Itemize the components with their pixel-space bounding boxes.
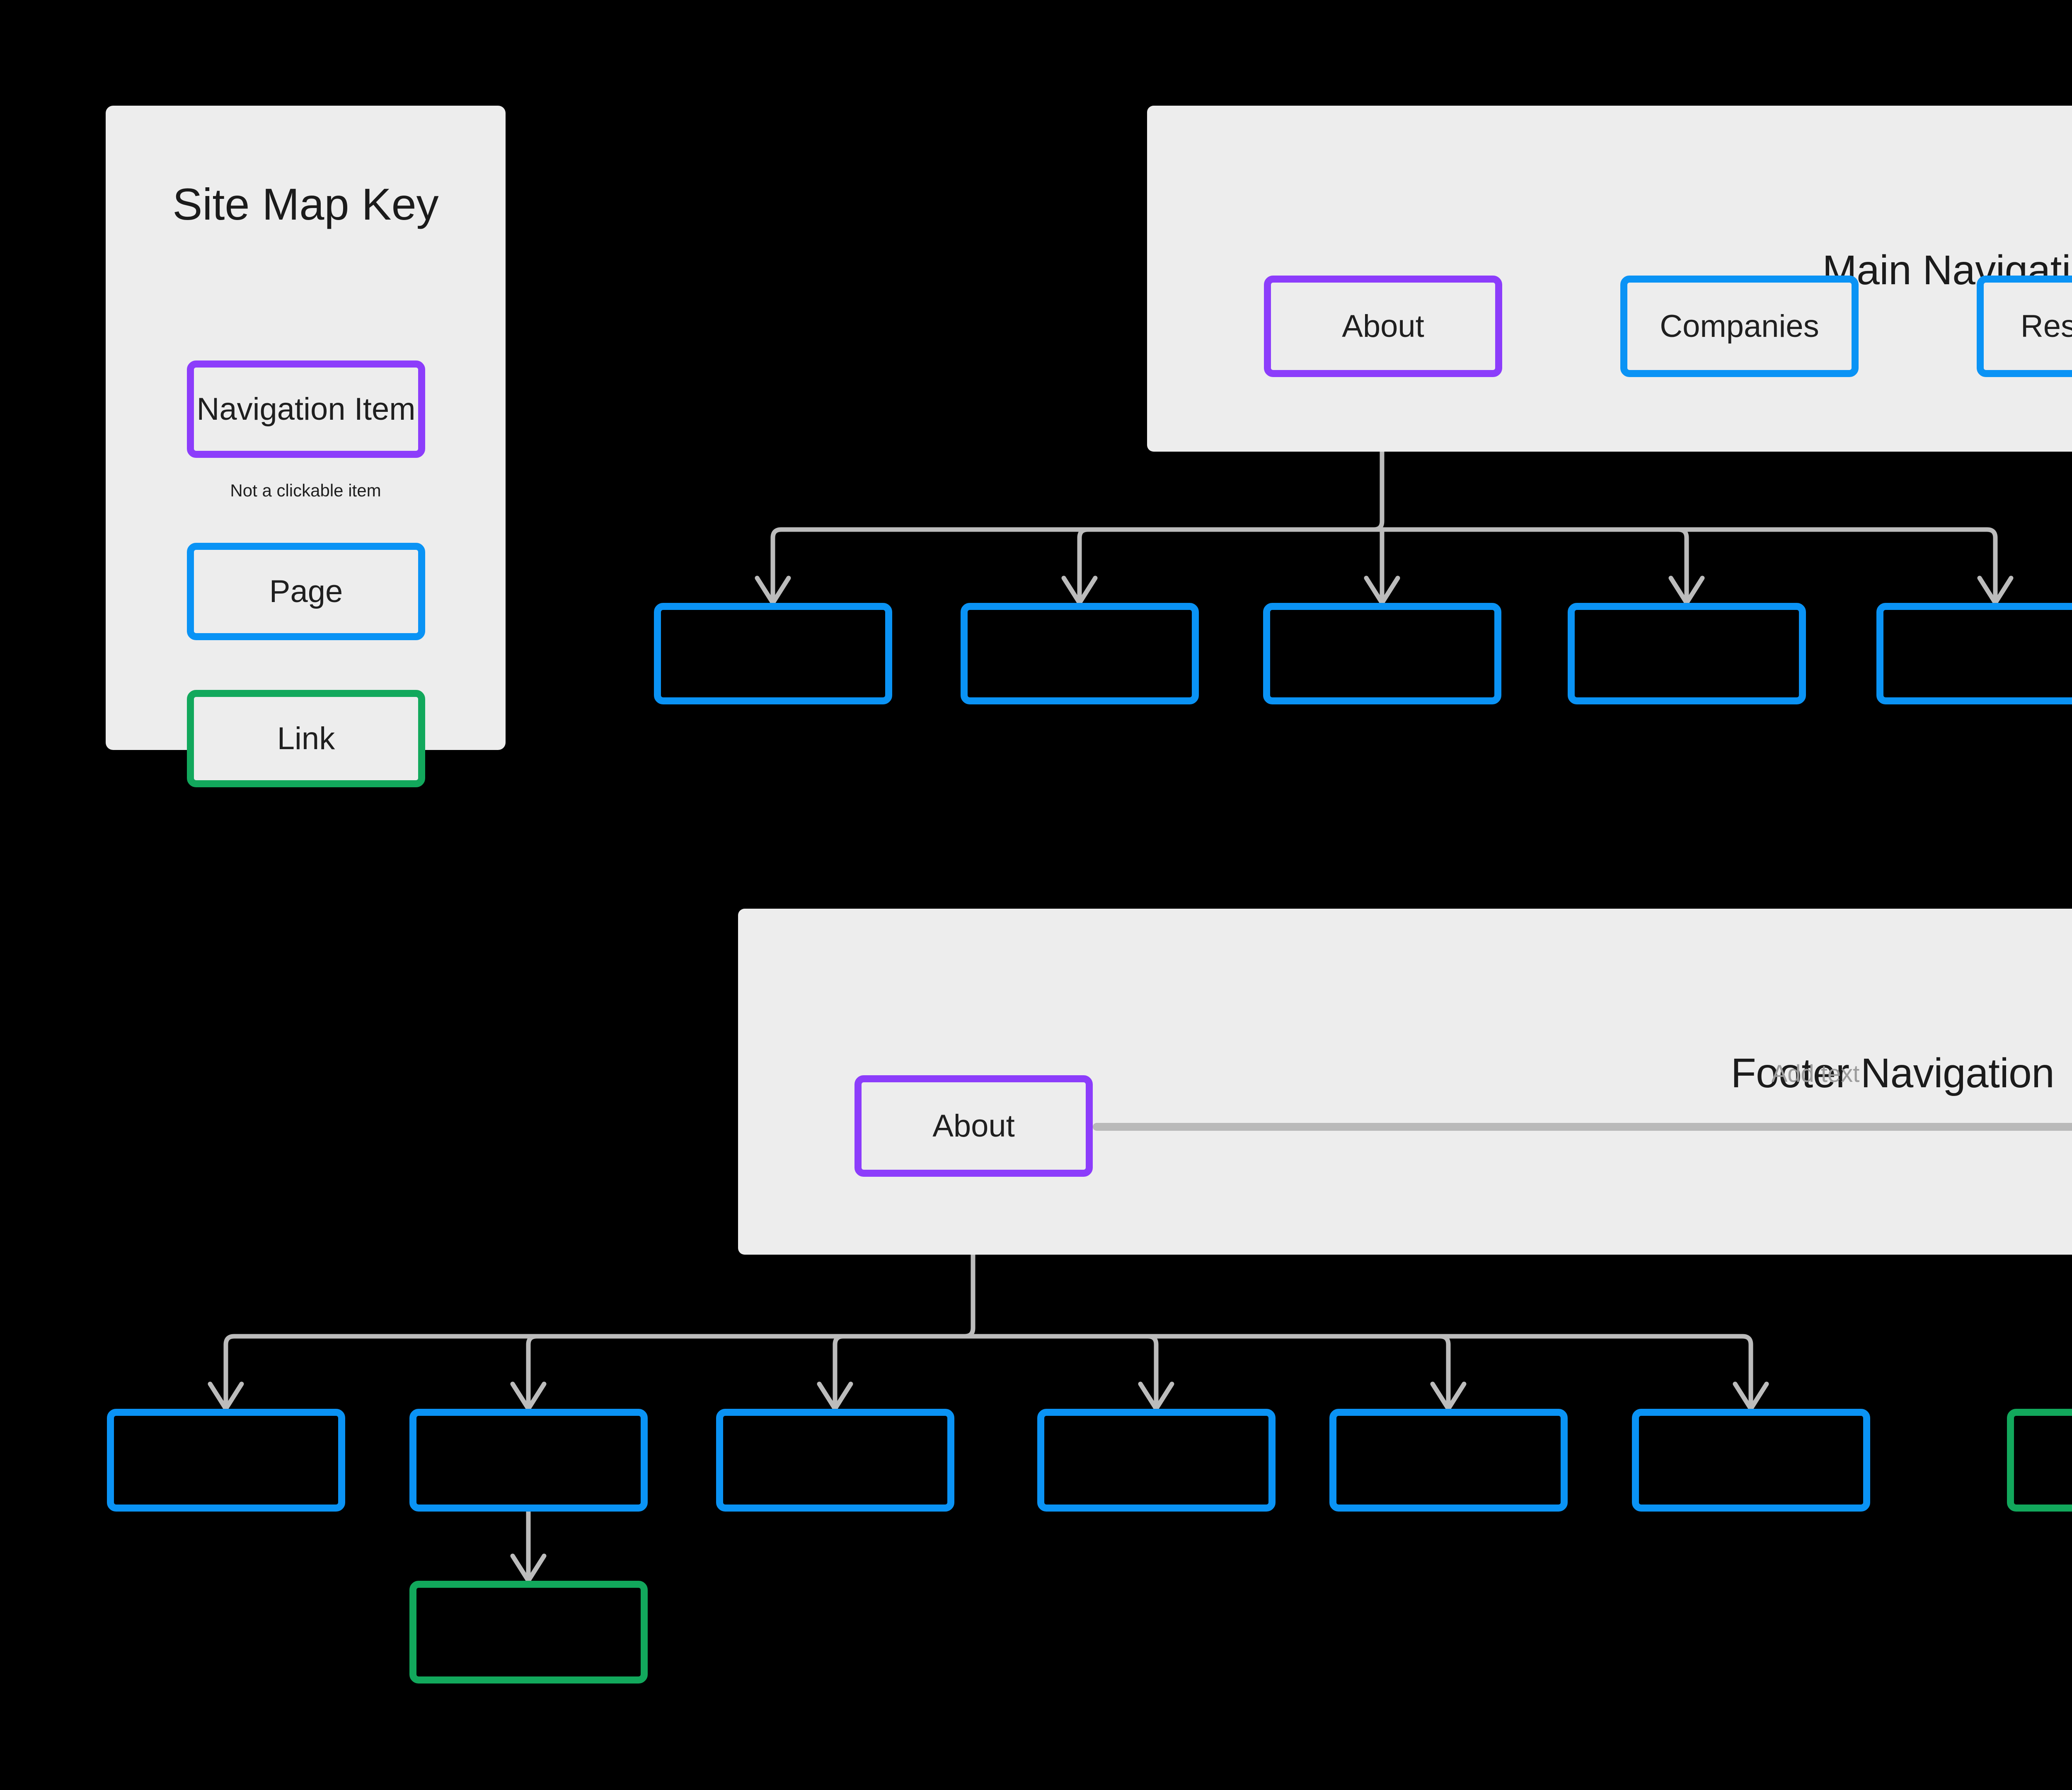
- main-nav-label-about: About: [1342, 308, 1424, 344]
- connector-footer-about-apply: [1093, 1123, 2072, 1131]
- key-legend-navigation-item: Navigation Item: [187, 360, 425, 458]
- footer-about-child-4[interactable]: [1037, 1409, 1276, 1512]
- key-legend-caption-nav: Not a clickable item: [230, 481, 381, 500]
- main-nav-node-resources[interactable]: Resources: [1977, 276, 2072, 377]
- footer-about-grandchild-link[interactable]: [409, 1581, 648, 1684]
- site-map-key-panel: Site Map Key Navigation Item Not a click…: [106, 106, 506, 787]
- key-legend-label-page: Page: [269, 573, 343, 609]
- footer-apply-child-link[interactable]: [2007, 1409, 2072, 1512]
- connector-footer-about-4: [971, 1334, 1159, 1405]
- footer-nav-label-about: About: [932, 1108, 1015, 1144]
- connector-about-child-5: [1380, 527, 1998, 599]
- main-nav-about-child-1[interactable]: [654, 603, 892, 704]
- arrowhead-footer-about-4: [1138, 1381, 1174, 1411]
- footer-add-text-placeholder[interactable]: Add text: [1771, 1060, 1860, 1087]
- key-legend-page: Page: [187, 543, 425, 640]
- key-panel-title: Site Map Key: [172, 179, 439, 229]
- footer-about-child-5[interactable]: [1329, 1409, 1568, 1512]
- key-legend-label-nav: Navigation Item: [196, 391, 416, 427]
- connector-footer-about-2: [526, 1334, 975, 1405]
- footer-navigation-title: Footer Navigation: [1731, 1050, 2055, 1096]
- connector-about-child-4: [1380, 527, 1689, 599]
- footer-about-child-3[interactable]: [716, 1409, 954, 1512]
- connector-footer-about-3: [833, 1334, 975, 1405]
- arrowhead-about-child-5: [1977, 576, 2014, 605]
- main-nav-label-companies: Companies: [1660, 308, 1819, 344]
- main-nav-label-resources: Resources: [2020, 308, 2072, 344]
- main-nav-about-child-4[interactable]: [1568, 603, 1806, 704]
- connector-footer-about-6: [971, 1334, 1753, 1405]
- connector-about-child-2: [1077, 527, 1385, 599]
- arrowhead-footer-about-6: [1733, 1381, 1769, 1411]
- main-nav-node-companies[interactable]: Companies: [1620, 276, 1859, 377]
- main-nav-about-child-5[interactable]: [1876, 603, 2072, 704]
- arrowhead-about-child-1: [755, 576, 791, 605]
- footer-about-child-2[interactable]: [409, 1409, 648, 1512]
- footer-about-child-1[interactable]: [107, 1409, 345, 1512]
- arrowhead-about-child-3: [1364, 576, 1400, 605]
- footer-nav-node-about[interactable]: About: [854, 1075, 1093, 1177]
- arrowhead-footer-about-3: [817, 1381, 853, 1411]
- arrowhead-footer-about-2-grandchild: [510, 1553, 547, 1583]
- footer-about-child-6[interactable]: [1632, 1409, 1870, 1512]
- arrowhead-footer-about-5: [1430, 1381, 1467, 1411]
- arrowhead-footer-about-1: [208, 1381, 244, 1411]
- arrowhead-about-child-2: [1061, 576, 1098, 605]
- arrowhead-about-child-4: [1668, 576, 1705, 605]
- key-legend-label-link: Link: [277, 721, 335, 756]
- key-legend-link: Link: [187, 690, 425, 787]
- main-nav-about-child-2[interactable]: [961, 603, 1199, 704]
- connector-footer-about-5: [971, 1334, 1451, 1405]
- main-nav-about-child-3[interactable]: [1263, 603, 1501, 704]
- arrowhead-footer-about-2: [510, 1381, 547, 1411]
- main-nav-node-about[interactable]: About: [1264, 276, 1502, 377]
